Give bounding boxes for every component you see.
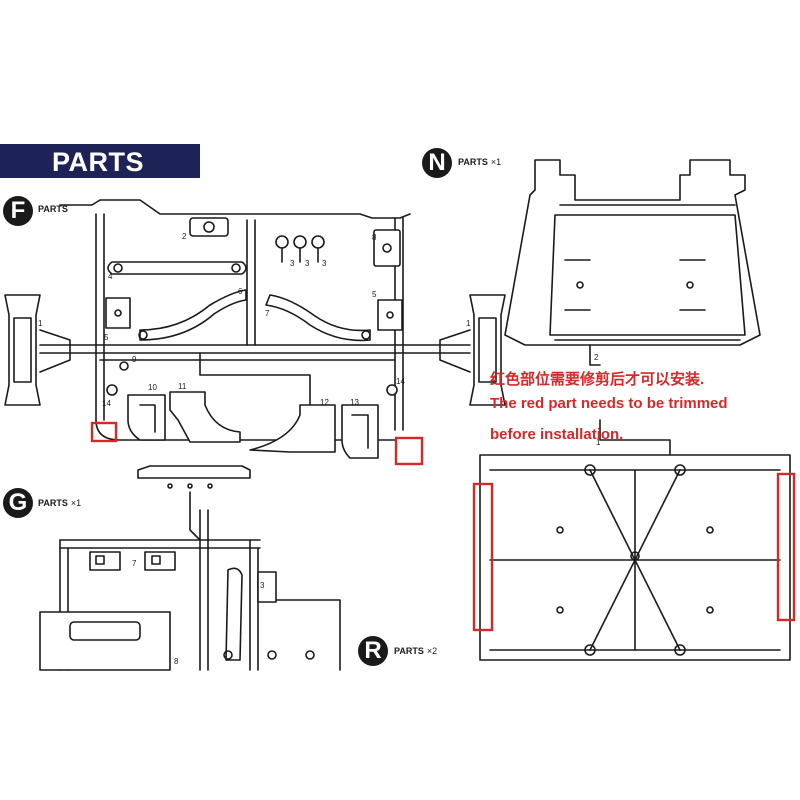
part-num-f-7: 7 (265, 309, 270, 318)
part-num-f-3a: 3 (290, 259, 295, 268)
part-num-f-3b: 3 (305, 259, 310, 268)
f-part-6 (138, 289, 247, 341)
f-part-10 (127, 394, 166, 441)
f-part-14-left (106, 384, 118, 396)
section-f-badge: F (3, 196, 33, 226)
f-part-5-left (105, 297, 131, 329)
part-num-f-5a: 5 (104, 333, 109, 342)
part-num-f-1a: 1 (38, 319, 43, 328)
part-num-f-8: 8 (372, 233, 377, 242)
part-num-f-13: 13 (350, 398, 359, 407)
part-num-f-9: 9 (132, 355, 137, 364)
trim-note-line2: before installation. (490, 426, 624, 443)
part-num-f-12: 12 (320, 398, 329, 407)
section-g-label: PARTS×1 (38, 498, 82, 508)
part-num-f-4: 4 (108, 272, 113, 281)
f-part-14-right (386, 384, 398, 396)
f-part-9 (119, 361, 129, 371)
part-num-f-3c: 3 (322, 259, 327, 268)
f-bottom-bracket (137, 465, 251, 541)
f-part-3-group (275, 235, 325, 263)
f-part-2 (189, 217, 229, 237)
f-part-4 (107, 261, 247, 275)
section-n-badge: N (422, 148, 452, 178)
f-part-13 (341, 404, 379, 459)
part-num-f-10: 10 (148, 383, 157, 392)
part-num-f-2: 2 (182, 232, 187, 241)
trim-note-line1: The red part needs to be trimmed (490, 395, 728, 412)
r-part (479, 419, 791, 661)
f-part-5-right (377, 299, 403, 331)
f-part-1-right (439, 294, 506, 406)
g-sprue-frame (39, 509, 341, 671)
trim-note-chinese: 红色部位需要修剪后才可以安装. (490, 371, 705, 388)
part-num-f-14a: 14 (102, 399, 111, 408)
part-num-f-6: 6 (238, 287, 243, 296)
n-part (504, 159, 761, 366)
trim-highlight-f-left (90, 421, 118, 443)
section-f-label: PARTS (38, 204, 68, 214)
part-num-n-2: 2 (594, 353, 599, 362)
page-title: PARTS (52, 147, 145, 177)
f-part-12 (249, 404, 336, 453)
f-part-11 (169, 391, 241, 443)
part-num-g-3: 3 (260, 581, 265, 590)
trim-highlight-f-right (394, 436, 424, 466)
part-num-g-7: 7 (132, 559, 137, 568)
f-part-1-left (4, 294, 71, 406)
section-r-badge: R (358, 636, 388, 666)
section-r-label: PARTS×2 (394, 646, 438, 656)
trim-highlight-r-left (472, 482, 494, 632)
section-n-label: PARTS×1 (458, 157, 502, 167)
f-part-7 (265, 294, 371, 342)
part-num-g-8: 8 (174, 657, 179, 666)
parts-banner (0, 144, 200, 178)
trim-highlight-r-right (776, 472, 796, 622)
f-part-8 (373, 229, 401, 267)
part-number-labels: 1 2 3 3 3 4 5 5 6 7 8 9 10 11 12 13 14 1… (38, 232, 601, 666)
part-num-f-1b: 1 (466, 319, 471, 328)
part-num-r-1: 1 (596, 438, 601, 447)
part-num-f-14b: 14 (396, 377, 405, 386)
part-num-f-5b: 5 (372, 290, 377, 299)
part-num-f-11: 11 (178, 382, 187, 391)
section-g-badge: G (3, 488, 33, 518)
